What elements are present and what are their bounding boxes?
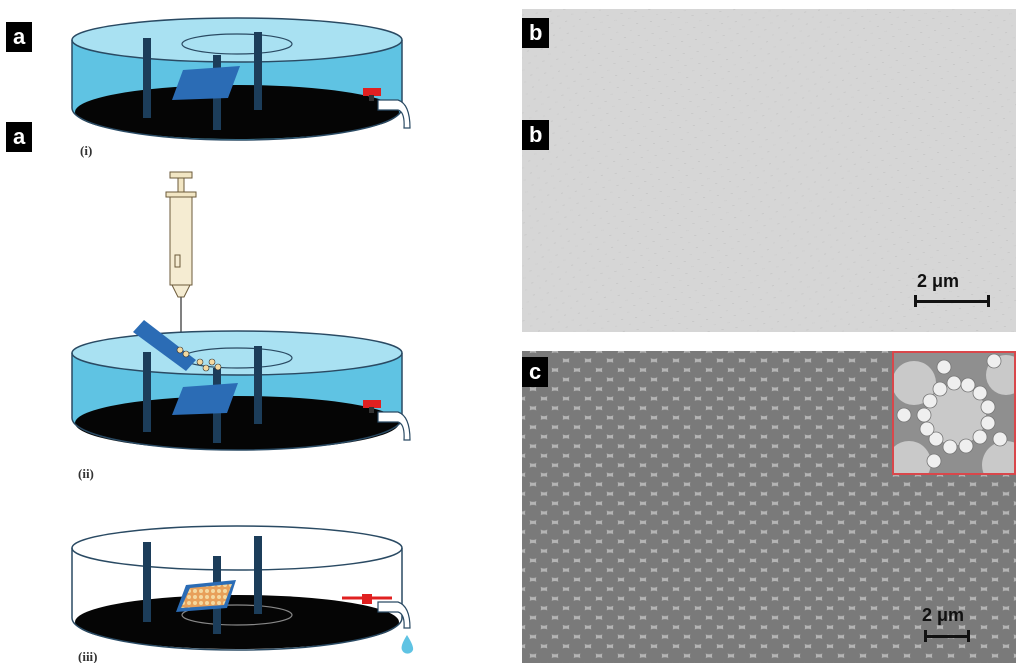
trough-step-i	[71, 17, 411, 141]
panel-label-a-bottom: a	[6, 122, 33, 152]
trough-step-ii	[71, 320, 411, 451]
scale-bar-b-label: 2 μm	[917, 271, 960, 291]
step-ii-label: (ii)	[78, 466, 94, 481]
panel-label-c: c	[522, 357, 549, 387]
sem-image-b: 2 μm	[522, 9, 1016, 332]
scale-bar-c-label: 2 μm	[922, 605, 965, 625]
step-iii-label: (iii)	[78, 649, 98, 663]
sem-image-c: 2 μm	[522, 351, 1016, 663]
schematic: (i) (ii)	[71, 17, 414, 663]
scale-bar-b	[914, 300, 990, 303]
panel-label-b-bottom: b	[522, 120, 550, 150]
inset-image	[892, 351, 1016, 475]
trough-step-iii	[71, 525, 414, 654]
panel-label-b-top: b	[522, 18, 550, 48]
panel-label-a-top: a	[6, 22, 33, 52]
syringe	[165, 171, 197, 345]
scale-bar-c	[924, 635, 970, 638]
step-i-label: (i)	[80, 143, 92, 158]
